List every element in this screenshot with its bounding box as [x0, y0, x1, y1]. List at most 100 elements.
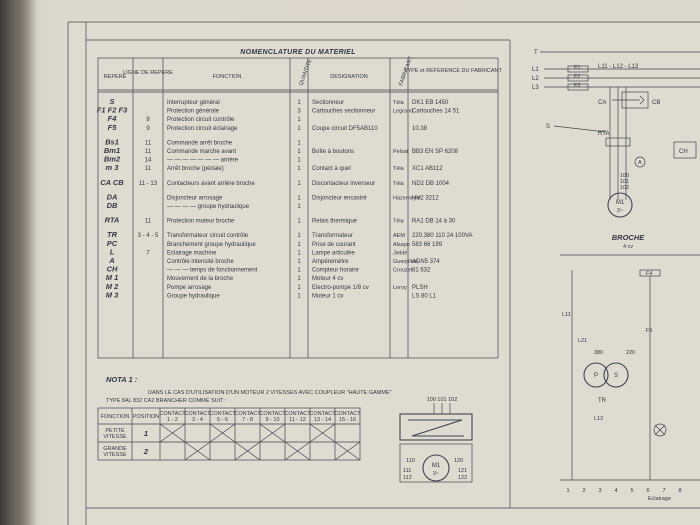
cell-quantite: 1 [297, 276, 301, 282]
cell-type: PLSH [412, 285, 428, 291]
cell-fabricant: Téla [393, 181, 405, 187]
speed-cell-cross [334, 441, 361, 461]
schem-s2: S [614, 373, 618, 379]
cell-type: LS 80 L1 [412, 293, 437, 299]
schem-l11: L11 [562, 312, 571, 318]
schem-a: A [638, 160, 642, 166]
schem-motor-circle [607, 192, 633, 218]
speed-col-head-line: 1 - 2 [167, 417, 178, 423]
md-switch-box [399, 413, 473, 441]
schem-lamp-x2 [654, 424, 666, 436]
cell-fabricant: Legrand [393, 109, 413, 115]
schem-p: P [594, 373, 598, 379]
speed-col-head-line: 5 - 6 [217, 417, 228, 423]
cell-quantite: 1 [297, 293, 301, 299]
cell-quantite: 1 [297, 158, 301, 164]
col-head-repere: REPERE [104, 74, 127, 80]
schem-s: S [546, 124, 550, 130]
speed-table-frame [97, 407, 361, 461]
cell-fonction: Pompe arrosage [167, 285, 212, 291]
cell-fonction: — — — temps de fonctionnement [167, 268, 258, 274]
cell-ligne: 11 [145, 166, 152, 172]
cell-quantite: 1 [297, 259, 301, 265]
speed-col-head-line: 7 - 8 [242, 417, 253, 423]
cell-repere: M 2 [106, 282, 119, 291]
schem-bus-label: L11 - L12 - L13 [598, 64, 639, 70]
schem-l21: L21 [578, 338, 587, 344]
schem-bottom-num: 7 [662, 488, 665, 494]
cell-designation: Contact à quel [312, 166, 351, 172]
cell-fonction: Protection circuit éclairage [167, 126, 238, 132]
schem-l1: L1 [532, 67, 539, 73]
speed-col-head-line: 11 - 12 [289, 417, 306, 423]
cell-repere: M 1 [106, 273, 119, 282]
cell-type: HV2 3212 [412, 195, 439, 201]
note-title: NOTA 1 : [106, 375, 138, 384]
schem-l2: L2 [532, 76, 539, 82]
schem-t-label: T [534, 50, 538, 56]
cell-repere: CA CB [100, 178, 124, 187]
cell-repere: A [108, 256, 114, 265]
speed-row-fonction-line: GRANDE [103, 446, 127, 452]
cell-repere: Bs1 [105, 137, 119, 146]
speed-col-head-line: 13 - 14 [314, 417, 331, 423]
cell-repere: F5 [108, 123, 118, 132]
md-motor-label: M1 [432, 463, 441, 469]
speed-cell-cross [159, 423, 186, 443]
cell-quantite: 1 [297, 100, 301, 106]
schem-n101: 101 [620, 179, 629, 185]
cell-type: 81 632 [412, 268, 431, 274]
cell-repere: TR [107, 230, 118, 239]
cell-fabricant: Téla [393, 219, 405, 225]
speed-cell-cross [209, 423, 236, 443]
schem-bottom-num: 8 [678, 488, 681, 494]
speed-col-head-line: CONTACT [234, 411, 261, 417]
cell-repere: PC [107, 239, 118, 248]
md-num-122: 122 [458, 475, 467, 481]
md-zigzag [408, 419, 464, 437]
cell-ligne: 11 - 13 [139, 181, 158, 187]
cell-fabricant: Téla [393, 100, 405, 106]
cell-repere: M 3 [106, 290, 119, 299]
speed-col-head-line: CONTACT [259, 411, 286, 417]
speed-col-head-line: CONTACT [184, 411, 211, 417]
cell-designation: Moteur 4 cv [312, 276, 343, 282]
cell-ligne: 11 [145, 140, 152, 146]
page-edge-shadow [0, 0, 36, 525]
schem-broche-cv: 4 cv [623, 244, 633, 250]
schem-l3: L3 [532, 85, 539, 91]
cell-fonction: Protection moteur broche [167, 219, 235, 225]
cell-designation: Disjoncteur encastré [312, 195, 367, 201]
cell-repere: CH [107, 265, 118, 274]
schem-motor: M1 [616, 200, 625, 206]
schem-broche: BROCHE [612, 233, 645, 242]
cell-fonction: Transformateur circuit contrôle [167, 233, 249, 239]
cell-designation: Boîte à boutons [312, 149, 354, 155]
cell-quantite: 1 [297, 268, 301, 274]
cell-type: RA1 DB 14 à 30 [412, 219, 456, 225]
speed-col-head-line: 3 - 4 [192, 417, 203, 423]
cell-type: ND2 DB 1004 [412, 181, 450, 187]
cell-fonction: Protection circuit contrôle [167, 117, 235, 123]
cell-fonction: Branchement groupe hydraulique [167, 242, 256, 248]
cell-quantite: 1 [297, 181, 301, 187]
schem-f5: F5 [646, 328, 652, 334]
cell-repere: DA [107, 192, 118, 201]
cell-type: 10.38 [412, 126, 428, 132]
schem-n380: 380 [594, 350, 603, 356]
speed-row-position: 1 [144, 429, 148, 438]
md-motor-sub: 3~ [433, 471, 439, 477]
cell-type: ADN5 374 [412, 259, 440, 265]
col-head-designation: DESIGNATION [330, 74, 368, 80]
cell-fabricant: Hazemeyer [393, 195, 421, 201]
